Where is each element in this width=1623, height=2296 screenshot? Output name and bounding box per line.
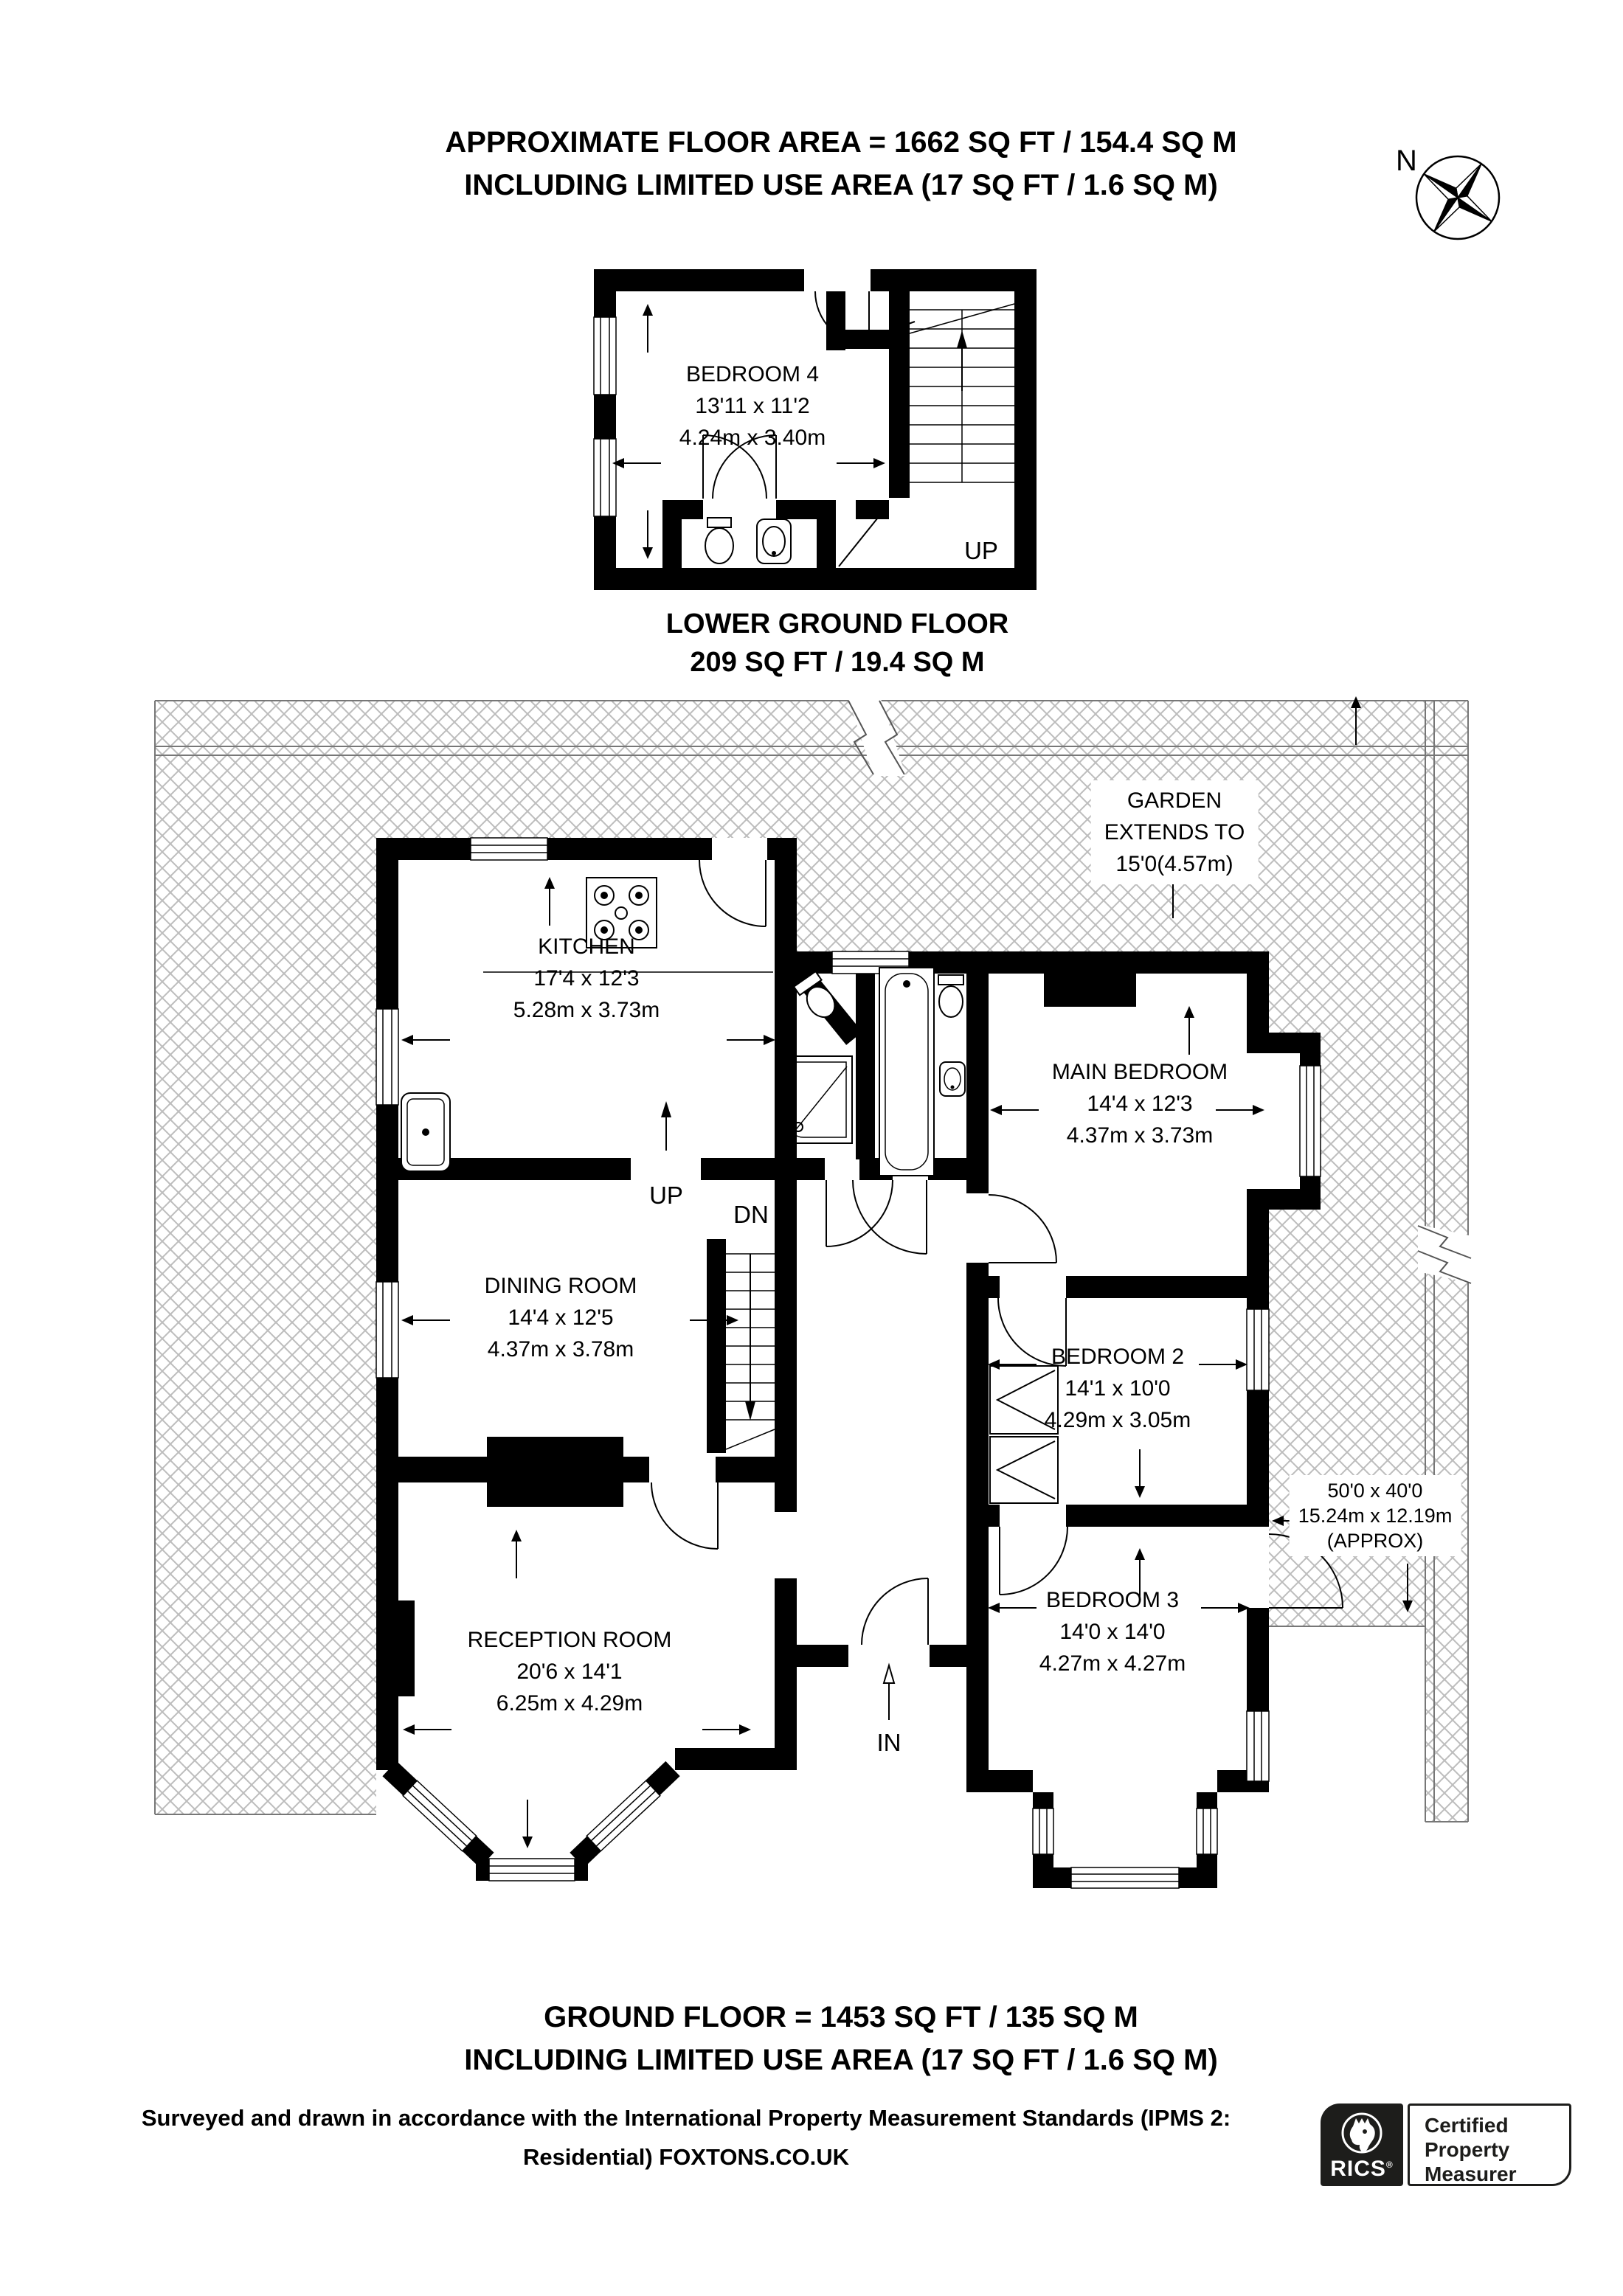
lower-ground-floor-plan [593,269,1037,590]
room-dims-imperial: 14'4 x 12'3 [1087,1092,1193,1116]
stove-icon [483,877,773,973]
room-dims-imperial: 14'0 x 14'0 [1059,1620,1166,1644]
gf-windows [376,837,1321,1889]
room-dims-metric: 5.28m x 3.73m [513,998,660,1022]
gf-title-line2: INCLUDING LIMITED USE AREA (17 SQ FT / 1… [464,2044,1218,2076]
compass-rose-icon [1415,155,1501,240]
room-label-reception: RECEPTION ROOM 20'6 x 14'1 6.25m x 4.29m [468,1624,672,1719]
bathroom-toilet-icon [938,974,964,1018]
gf-flow-arrows [661,1101,896,1720]
garden-note: GARDEN EXTENDS TO 15'0(4.57m) [1090,780,1259,884]
room-dims-metric: 4.27m x 4.27m [1039,1651,1186,1676]
room-label-dining: DINING ROOM 14'4 x 12'5 4.37m x 3.78m [485,1270,637,1365]
garden-note-line2: EXTENDS TO [1104,820,1245,844]
room-dims-metric: 4.37m x 3.73m [1066,1123,1214,1148]
room-dims-metric: 4.24m x 3.40m [679,426,826,450]
compass-north-label: N [1396,145,1417,177]
room-dims-metric: 4.29m x 3.05m [1044,1408,1191,1432]
lgf-stairs-up [909,303,1015,483]
stairs-up-label-lgf: UP [964,537,998,564]
ground-floor-plan [376,696,1457,1889]
room-dims-imperial: 14'1 x 10'0 [1065,1376,1171,1401]
room-dims-imperial: 14'4 x 12'5 [508,1305,614,1330]
disclaimer-line1: Surveyed and drawn in accordance with th… [141,2105,1231,2131]
garden-note-line3: 15'0(4.57m) [1115,852,1233,876]
gf-footprint [376,838,1321,1888]
rics-label-line3: Measurer [1425,2163,1517,2185]
wc-toilet-icon [792,970,836,1019]
shower-icon [781,1055,853,1144]
lower-ground-floor-title: LOWER GROUND FLOOR 209 SQ FT / 19.4 SQ M [666,605,1008,681]
room-name: RECEPTION ROOM [467,1628,672,1652]
disclaimer-line2: Residential) FOXTONS.CO.UK [522,2144,850,2170]
page-title-line1: APPROXIMATE FLOOR AREA = 1662 SQ FT / 15… [445,126,1237,159]
lgf-sink-icon [756,518,792,564]
garden-hatch [155,701,1468,1822]
lgf-title-line1: LOWER GROUND FLOOR [665,608,1009,639]
room-name: DINING ROOM [484,1274,637,1298]
garden-dims-line1: 50'0 x 40'0 [1327,1480,1423,1502]
room-name: BEDROOM 3 [1045,1588,1180,1612]
entrance-label: IN [876,1729,902,1756]
rics-brand-text: RICS [1330,2157,1386,2181]
disclaimer: Surveyed and drawn in accordance with th… [26,2098,1346,2177]
boundary-break-right [1417,1224,1473,1284]
stairs-down-label-gf: DN [733,1201,769,1228]
garden-dims-line2: 15.24m x 12.19m [1298,1505,1453,1527]
room-label-bedroom4: BEDROOM 4 13'11 x 11'2 4.24m x 3.40m [679,358,826,454]
rics-label-line2: Property [1425,2138,1510,2161]
lgf-toilet-icon [705,517,734,564]
room-label-main-bedroom: MAIN BEDROOM 14'4 x 12'3 4.37m x 3.73m [1052,1056,1228,1151]
rics-certification-label: Certified Property Measurer [1408,2103,1571,2186]
rics-logo: RICS® [1321,2103,1403,2186]
rics-brand: RICS® [1321,2157,1403,2182]
kitchen-sink-icon [401,1092,451,1172]
stairs-up-label-gf: UP [649,1182,683,1209]
gf-closets [989,1365,1059,1504]
bathroom-sink-icon [939,1061,966,1097]
page-title-line2: INCLUDING LIMITED USE AREA (17 SQ FT / 1… [464,169,1218,201]
garden-dims-line3: (APPROX) [1326,1530,1424,1552]
gf-door-arcs [651,859,1343,1645]
room-name: BEDROOM 4 [685,362,820,386]
room-dims-metric: 6.25m x 4.29m [496,1691,643,1716]
room-label-bedroom3: BEDROOM 3 14'0 x 14'0 4.27m x 4.27m [1039,1584,1186,1679]
room-name: MAIN BEDROOM [1051,1060,1228,1084]
rics-reg-mark: ® [1385,2160,1394,2170]
gf-title-line1: GROUND FLOOR = 1453 SQ FT / 135 SQ M [544,2001,1138,2033]
room-label-bedroom2: BEDROOM 2 14'1 x 10'0 4.29m x 3.05m [1045,1341,1191,1436]
gf-stairs-down [725,1253,775,1450]
room-name: BEDROOM 2 [1051,1345,1185,1369]
page-title: APPROXIMATE FLOOR AREA = 1662 SQ FT / 15… [445,121,1236,207]
lgf-title-line2: 209 SQ FT / 19.4 SQ M [690,647,985,678]
bath-tub-icon [879,967,935,1176]
boundary-break-top [848,699,906,776]
room-dims-metric: 4.37m x 3.78m [487,1337,634,1362]
room-dims-imperial: 13'11 x 11'2 [695,394,810,418]
room-name: KITCHEN [538,934,635,959]
rics-lion-icon [1341,2112,1383,2154]
lgf-walls [594,269,1037,590]
lgf-door-arcs [702,291,916,567]
lgf-windows [593,316,617,517]
room-dims-imperial: 17'4 x 12'3 [533,966,640,991]
garden-note-line1: GARDEN [1127,788,1222,813]
room-label-kitchen: KITCHEN 17'4 x 12'3 5.28m x 3.73m [513,931,660,1026]
rics-label-line1: Certified [1425,2114,1509,2137]
garden-dims: 50'0 x 40'0 15.24m x 12.19m (APPROX) [1289,1475,1461,1556]
ground-floor-title: GROUND FLOOR = 1453 SQ FT / 135 SQ M INC… [464,1996,1218,2081]
room-dims-imperial: 20'6 x 14'1 [516,1659,623,1684]
